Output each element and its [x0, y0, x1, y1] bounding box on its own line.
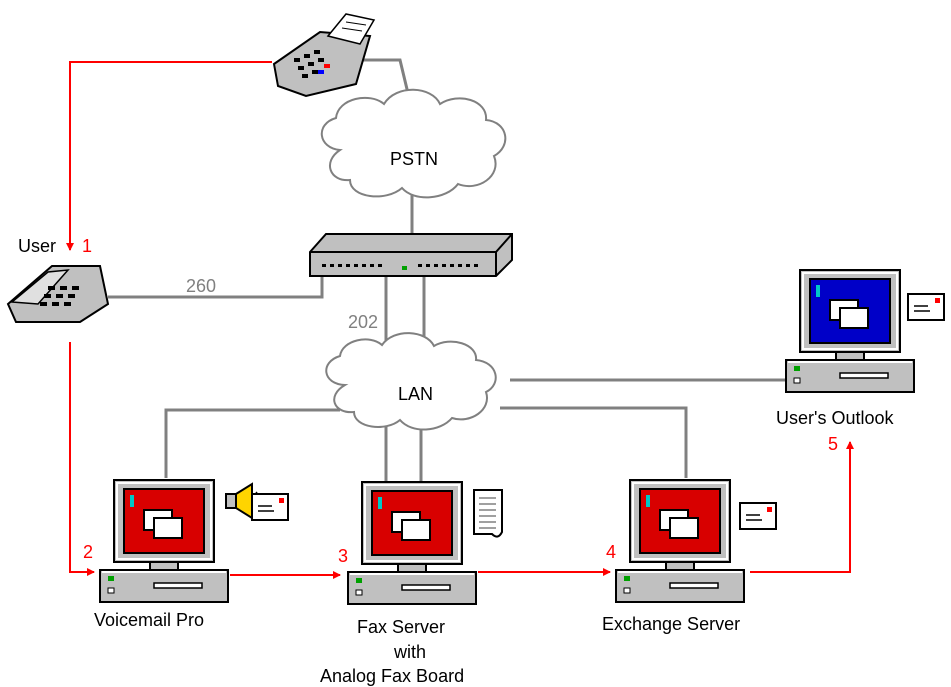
outlook-label: User's Outlook — [776, 408, 894, 428]
step-3: 3 — [338, 546, 348, 566]
exchange-label: Exchange Server — [602, 614, 740, 634]
fax-server-computer: Fax Server with Analog Fax Board — [320, 481, 477, 686]
lan-label: LAN — [398, 384, 433, 404]
voicemail-label: Voicemail Pro — [94, 610, 204, 630]
computer-icon — [99, 479, 229, 603]
computer-icon — [785, 269, 915, 393]
document-scroll-icon — [473, 489, 503, 538]
lan-cloud: LAN — [325, 332, 497, 431]
user-label: User — [18, 236, 56, 256]
fax-server-label-line1: Fax Server — [357, 617, 445, 637]
flow-arrow-2 — [69, 342, 95, 576]
fax-server-label-line2: with — [393, 642, 426, 662]
step-numbers: 1 2 3 4 5 — [82, 236, 838, 566]
switch-icon — [309, 233, 513, 277]
step-4: 4 — [606, 542, 616, 562]
pstn-cloud: PSTN — [320, 88, 507, 199]
envelope-icon — [739, 502, 777, 530]
outlook-computer: User's Outlook — [776, 269, 915, 428]
flow-arrows — [66, 61, 854, 579]
voicemail-pro-computer: Voicemail Pro — [94, 479, 229, 630]
fax-server-label-line3: Analog Fax Board — [320, 666, 464, 686]
computer-icon — [347, 481, 477, 605]
flow-arrow-1 — [66, 61, 272, 251]
step-1: 1 — [82, 236, 92, 256]
step-2: 2 — [83, 542, 93, 562]
extension-260-label: 260 — [186, 276, 216, 296]
fax-machine-icon — [272, 13, 376, 98]
telephone-icon — [7, 265, 109, 323]
pstn-label: PSTN — [390, 149, 438, 169]
envelope-icon — [251, 493, 289, 521]
flow-arrow-5 — [750, 441, 854, 573]
envelope-icon — [907, 293, 945, 321]
exchange-server-computer: Exchange Server — [602, 479, 745, 634]
extension-202-label: 202 — [348, 312, 378, 332]
step-5: 5 — [828, 434, 838, 454]
computer-icon — [615, 479, 745, 603]
